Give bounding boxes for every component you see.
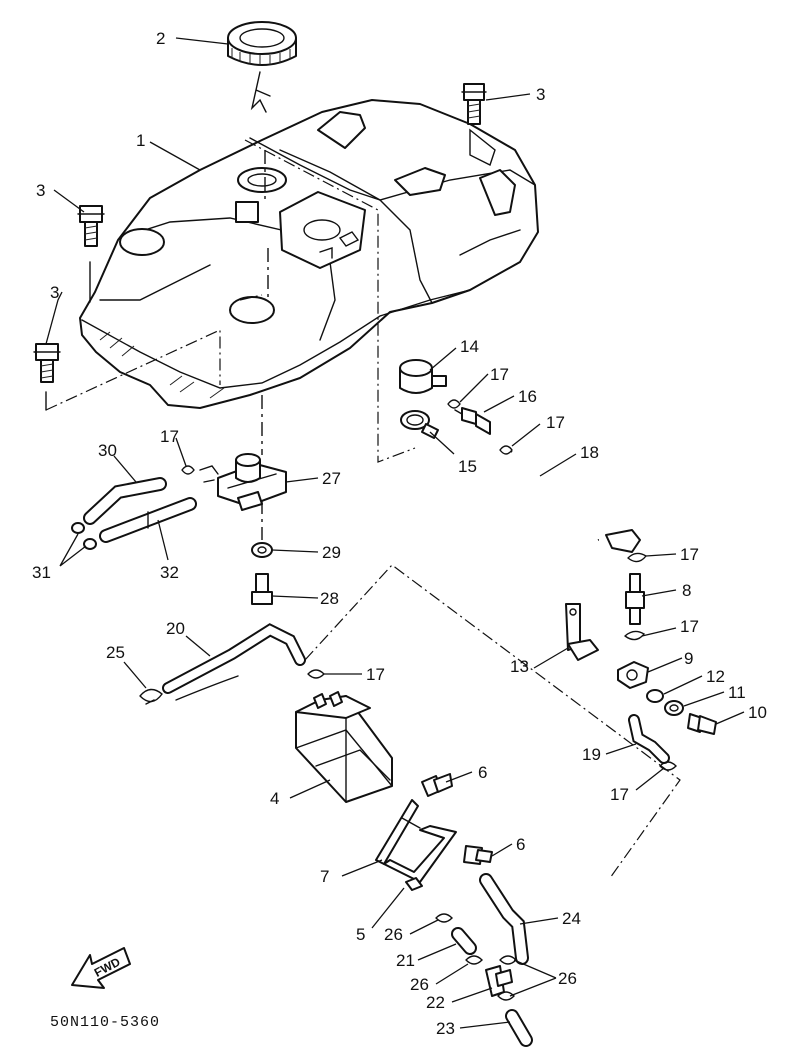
hose-32 [99, 497, 197, 543]
bolt-left-lower [33, 343, 61, 383]
callout-24: 24 [562, 909, 581, 928]
nut-5 [405, 877, 423, 891]
callout-8: 8 [682, 581, 691, 600]
callout-22: 22 [426, 993, 445, 1012]
callout-3-left-lower: 3 [50, 283, 59, 302]
callout-17-g: 17 [610, 785, 629, 804]
valve-9 [617, 661, 649, 689]
clip-17-mid [307, 669, 325, 679]
hose-30 [83, 477, 167, 525]
washer-29 [251, 542, 273, 558]
callout-2: 2 [156, 29, 165, 48]
callout-11: 11 [728, 683, 746, 702]
hose-23 [505, 1009, 533, 1047]
clip-17-upper [447, 399, 513, 455]
fuel-pump-27 [199, 453, 287, 511]
drawing-code: 50N110-5360 [50, 1014, 160, 1031]
callout-1: 1 [136, 131, 145, 150]
clamp-15 [400, 410, 439, 439]
clip-17-right-b [624, 630, 646, 641]
callout-30: 30 [98, 441, 117, 460]
callout-17-f: 17 [366, 665, 385, 684]
callout-13: 13 [510, 657, 529, 676]
callout-26-c: 26 [558, 969, 577, 988]
bracket-13 [565, 603, 599, 661]
collar-11 [664, 700, 684, 716]
clip-26-b [465, 955, 483, 965]
clip-26-a [435, 913, 453, 923]
callout-17-d: 17 [680, 545, 699, 564]
callout-29: 29 [322, 543, 341, 562]
assembly-lines [45, 139, 681, 879]
callout-17-a: 17 [490, 365, 509, 384]
callout-32: 32 [160, 563, 179, 582]
callout-26-b: 26 [410, 975, 429, 994]
bracket-7 [375, 799, 457, 883]
callout-4: 4 [270, 789, 279, 808]
callout-14: 14 [460, 337, 479, 356]
clip-17-right-a [627, 552, 648, 563]
clip-17-left [181, 465, 195, 475]
bolt-top [461, 83, 487, 125]
bolt-10 [687, 713, 717, 735]
callout-6-upper: 6 [478, 763, 487, 782]
hose-18 [510, 449, 641, 553]
clip-25 [139, 688, 163, 705]
callout-16: 16 [518, 387, 537, 406]
bolt-6-upper [421, 773, 453, 797]
fitting-8 [625, 573, 645, 625]
hose-cap-14 [399, 359, 447, 394]
callout-20: 20 [166, 619, 185, 638]
fuel-cap [227, 21, 297, 113]
callout-10: 10 [748, 703, 767, 722]
hose-20 [162, 623, 306, 701]
callout-17-c: 17 [160, 427, 179, 446]
callout-19: 19 [582, 745, 601, 764]
callout-9: 9 [684, 649, 693, 668]
callout-28: 28 [320, 589, 339, 608]
bolt-6-lower [463, 845, 493, 865]
clip-17-right-c [659, 761, 677, 771]
callout-31: 31 [32, 563, 51, 582]
callout-18: 18 [580, 443, 599, 462]
callout-labels: 2 1 3 3 3 14 17 16 17 18 15 17 30 27 29 … [32, 29, 767, 1038]
fwd-arrow-icon: FWD [71, 947, 131, 989]
callout-25: 25 [106, 643, 125, 662]
callout-6-lower: 6 [516, 835, 525, 854]
callout-26-a: 26 [384, 925, 403, 944]
callout-23: 23 [436, 1019, 455, 1038]
fuel-tank [79, 99, 539, 409]
callout-7: 7 [320, 867, 329, 886]
fitting-16 [454, 407, 491, 435]
callout-5: 5 [356, 925, 365, 944]
tee-22 [485, 965, 513, 997]
hose-21 [451, 927, 477, 955]
hose-19 [628, 714, 670, 764]
washer-12 [646, 689, 664, 703]
callout-12: 12 [706, 667, 725, 686]
callout-21: 21 [396, 951, 415, 970]
callout-17-e: 17 [680, 617, 699, 636]
canister-4 [295, 691, 393, 803]
clip-31 [71, 522, 97, 550]
callout-3-top: 3 [536, 85, 545, 104]
hose-24 [479, 873, 529, 965]
callout-27: 27 [322, 469, 341, 488]
bolt-28 [251, 573, 273, 605]
callout-15: 15 [458, 457, 477, 476]
callout-17-b: 17 [546, 413, 565, 432]
callout-3-left-upper: 3 [36, 181, 45, 200]
callout-leaders [45, 37, 745, 1029]
clip-26-c [497, 955, 517, 1001]
bolt-left-upper [77, 205, 105, 247]
